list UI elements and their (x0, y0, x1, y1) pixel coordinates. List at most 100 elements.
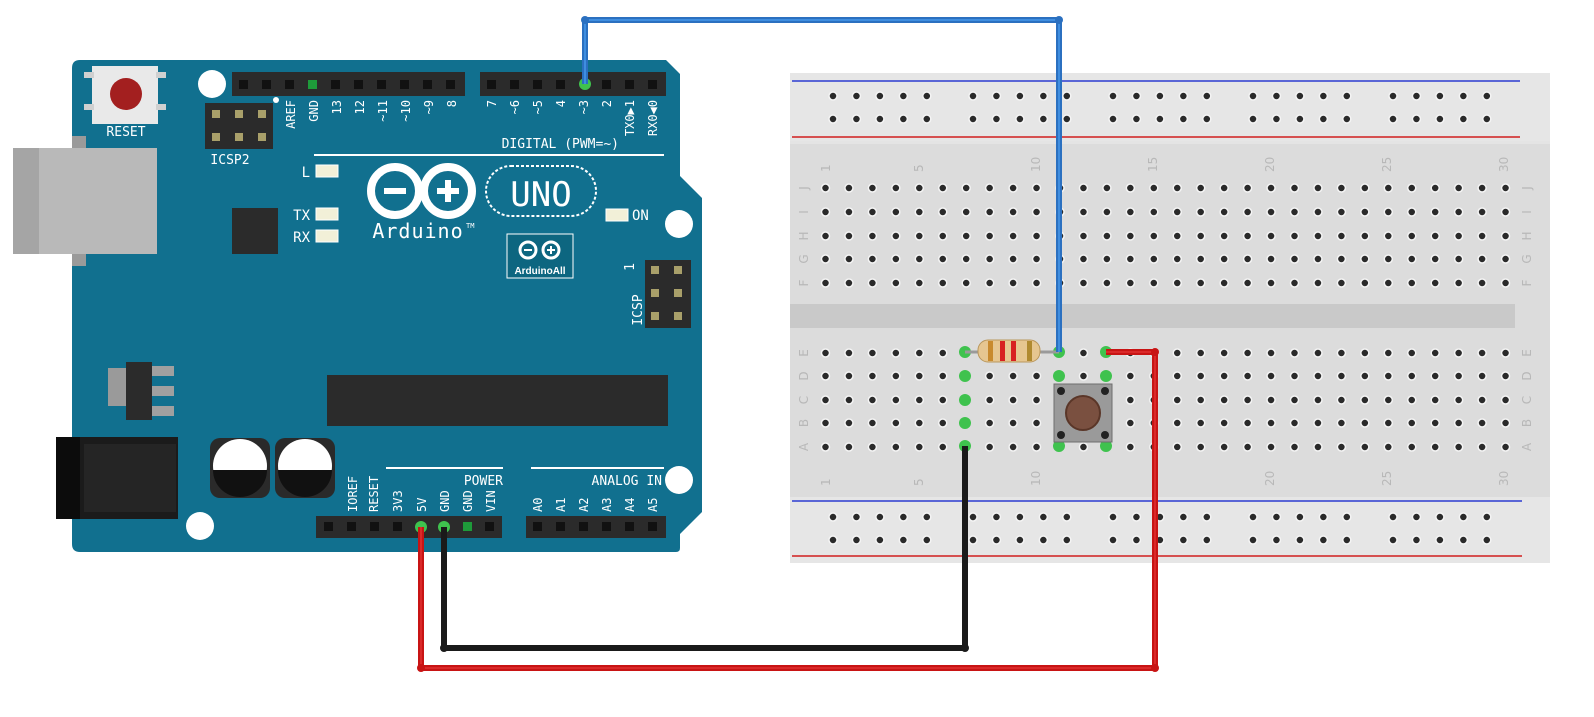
breadboard-hole (914, 395, 925, 405)
breadboard-hole (1360, 278, 1370, 288)
breadboard-hole (1388, 512, 1398, 522)
breadboard-hole (1125, 442, 1136, 452)
breadboard-hole (1125, 371, 1136, 381)
column-number: 15 (1146, 157, 1160, 172)
breadboard-hole (991, 114, 1002, 124)
breadboard-hole (1313, 231, 1323, 241)
breadboard-hole (1477, 371, 1487, 381)
breadboard-hole (1383, 183, 1394, 193)
usb-tab (72, 136, 86, 148)
row-letter: B (1520, 419, 1534, 427)
row-letter: F (1520, 279, 1534, 286)
digital-header-1 (232, 72, 465, 96)
breadboard-hole (1271, 114, 1282, 124)
breadboard-hole (820, 442, 831, 452)
breadboard-hole (1078, 254, 1089, 264)
breadboard-hole (1336, 418, 1347, 428)
breadboard-hole (1195, 254, 1206, 264)
breadboard-hole (828, 114, 838, 124)
breadboard-hole (891, 371, 901, 381)
breadboard-hole (1219, 418, 1229, 428)
breadboard-hole (984, 207, 995, 217)
breadboard-hole (1295, 535, 1305, 545)
breadboard-hole (820, 207, 831, 217)
row-letter: I (1520, 210, 1534, 214)
breadboard-hole (1383, 254, 1394, 264)
breadboard-hole (875, 512, 885, 522)
row-letter: C (1520, 396, 1534, 404)
breadboard-hole (1430, 371, 1440, 381)
breadboard-hole (1435, 512, 1445, 522)
breadboard-hole (1219, 371, 1229, 381)
breadboard-hole (1388, 114, 1398, 124)
breadboard-hole (1015, 535, 1025, 545)
pin-label: IOREF (346, 476, 360, 512)
breadboard: 1 5 10 15 20 25 30 1 5 10 20 25 30 J I H… (790, 73, 1550, 563)
breadboard-hole (1430, 395, 1440, 405)
breadboard-hole (1430, 231, 1440, 241)
breadboard-hole (844, 254, 854, 264)
breadboard-hole (961, 254, 971, 264)
breadboard-hole (1242, 442, 1253, 452)
column-number: 20 (1263, 157, 1277, 172)
column-number: 30 (1497, 157, 1511, 172)
breadboard-hole (1500, 442, 1511, 452)
breadboard-hole (1062, 91, 1072, 101)
breadboard-hole (1407, 442, 1417, 452)
breadboard-hole (1360, 183, 1370, 193)
breadboard-hole (1172, 442, 1182, 452)
breadboard-hole (1242, 254, 1253, 264)
breadboard-hole (1477, 254, 1487, 264)
row-letter: E (797, 349, 811, 357)
breadboard-hole (1125, 207, 1136, 217)
breadboard-hole (1295, 114, 1305, 124)
breadboard-hole (1482, 512, 1492, 522)
breadboard-hole (1407, 371, 1417, 381)
breadboard-hole (1388, 535, 1398, 545)
breadboard-hole (1336, 395, 1347, 405)
breadboard-hole (1031, 183, 1042, 193)
breadboard-hole (1360, 231, 1370, 241)
breadboard-hole (1289, 183, 1300, 193)
pin1-marker (273, 97, 279, 103)
breadboard-hole (1195, 231, 1206, 241)
breadboard-hole (1482, 114, 1492, 124)
breadboard-hole (1202, 512, 1212, 522)
breadboard-hole (1248, 535, 1258, 545)
bottom-pin-labels: IOREF RESET 3V3 5V GND GND VIN A0 A1 A2 … (346, 476, 660, 512)
row-letter: G (797, 254, 811, 263)
breadboard-hole (867, 207, 878, 217)
column-number: 1 (819, 478, 833, 486)
breadboard-hole (1125, 231, 1136, 241)
breadboard-hole (1289, 231, 1300, 241)
breadboard-hole (898, 114, 909, 124)
breadboard-hole (1342, 535, 1352, 545)
breadboard-hole (1242, 371, 1253, 381)
led-tx (315, 207, 339, 221)
breadboard-hole (1031, 231, 1042, 241)
pin-label: ~11 (376, 100, 390, 122)
breadboard-hole (1202, 91, 1212, 101)
breadboard-hole (1477, 348, 1487, 358)
breadboard-hole (1062, 512, 1072, 522)
icsp2-label: ICSP2 (210, 153, 249, 168)
pin-label: 12 (353, 100, 367, 114)
gnd-pin-highlight (308, 80, 317, 89)
breadboard-hole (1477, 418, 1487, 428)
row-letter: J (1520, 186, 1534, 191)
usb-connector-inner (13, 148, 39, 254)
breadboard-hole (1078, 207, 1089, 217)
breadboard-hole (1500, 371, 1511, 381)
breadboard-hole (1318, 114, 1329, 124)
breadboard-hole (820, 183, 831, 193)
breadboard-hole (1360, 207, 1370, 217)
breadboard-hole (867, 278, 878, 288)
breadboard-hole (1102, 183, 1112, 193)
uno-badge (485, 165, 597, 217)
push-button-cap (1065, 395, 1101, 431)
breadboard-hole (1219, 231, 1229, 241)
breadboard-hole (1248, 91, 1258, 101)
column-number: 1 (819, 164, 833, 172)
breadboard-hole (1500, 207, 1511, 217)
breadboard-hole (1500, 348, 1511, 358)
